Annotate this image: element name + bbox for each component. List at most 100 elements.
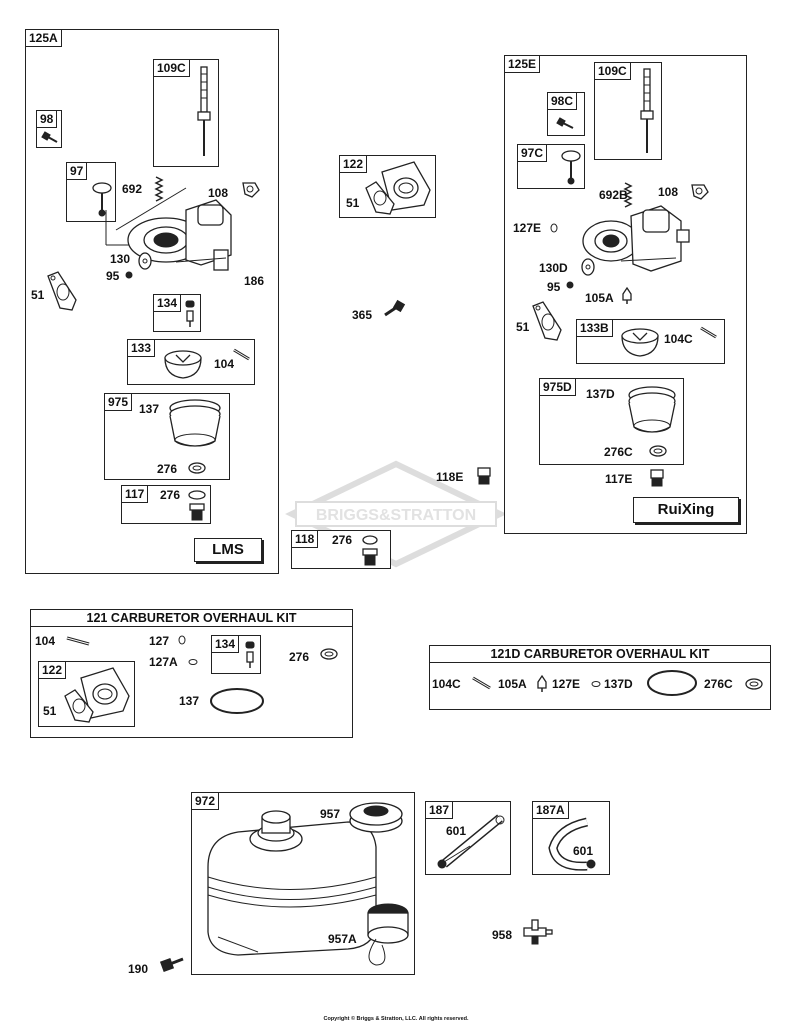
label-276-118: 276	[332, 533, 353, 547]
part-97c-tag: 97C	[518, 145, 548, 162]
part-109c-box: 109C	[153, 59, 219, 167]
label-105a: 105A	[585, 291, 614, 305]
bracket-108-icon	[691, 184, 709, 200]
fuel-cap-957-icon	[349, 802, 403, 833]
label-276-bowl: 276	[157, 462, 178, 476]
label-118e: 118E	[436, 470, 464, 484]
group-125e-tag: 125E	[505, 56, 541, 73]
screw-95-icon	[125, 271, 133, 279]
fuel-line-187-tag: 187	[426, 802, 454, 819]
label-130d: 130D	[539, 261, 568, 275]
kit121-label-137: 137	[179, 694, 200, 708]
throttle-shaft-icon	[197, 66, 211, 156]
carburetor-body-icon	[105, 187, 232, 271]
throttle-shaft-icon	[640, 68, 654, 153]
spring-icon	[623, 182, 633, 208]
part-134-box: 134	[153, 294, 201, 332]
kit121d-label-276c: 276C	[704, 677, 733, 691]
label-137d: 137D	[586, 387, 615, 401]
watermark-graphic: BRIGGS&STRATTON	[285, 460, 507, 568]
part-133-tag: 133	[128, 340, 156, 357]
gasket-276-icon	[188, 462, 206, 474]
kit-121d-title: 121D CARBURETOR OVERHAUL KIT	[430, 646, 770, 663]
gasket-51-icon	[47, 271, 77, 311]
group-125a-lms: 125A 109C 98 97	[25, 29, 279, 574]
briggs-stratton-watermark-logo: BRIGGS&STRATTON	[285, 460, 507, 568]
bowl-gasket-137-icon	[210, 688, 264, 714]
spacer-122-icon	[381, 161, 431, 211]
part-109c-tag-e: 109C	[595, 63, 631, 80]
fuel-line-icon	[437, 814, 505, 869]
label-276-nut: 276	[160, 488, 181, 502]
bowl-nut-118-icon	[362, 535, 378, 566]
screw-icon	[41, 131, 58, 143]
throttle-valve-icon	[561, 150, 581, 185]
part-975-box: 975 137 276	[104, 393, 230, 480]
part-133b-tag: 133B	[577, 320, 613, 337]
brand-ruixing: RuiXing	[633, 497, 739, 523]
kit-121d-box: 121D CARBURETOR OVERHAUL KIT 104C 105A 1…	[429, 645, 771, 710]
shutoff-valve-958-icon	[523, 919, 553, 945]
float-icon	[621, 328, 659, 357]
gasket-130-icon	[138, 252, 152, 270]
bowl-gasket-137d-icon	[647, 670, 697, 696]
screw-icon	[556, 117, 574, 129]
inlet-needle-icon	[185, 300, 195, 327]
label-692: 692	[122, 182, 143, 196]
part-97-tag: 97	[67, 163, 88, 180]
fuel-line-187a-tag: 187A	[533, 802, 569, 819]
kit-121-title: 121 CARBURETOR OVERHAUL KIT	[31, 610, 352, 627]
kit-121-box: 121 CARBURETOR OVERHAUL KIT 104 127 127A…	[30, 609, 353, 738]
part-122-box: 122 51	[339, 155, 436, 218]
gasket-51-icon	[532, 301, 562, 341]
fuel-tank-972-box: 972 957 957A	[191, 792, 415, 975]
label-190: 190	[128, 962, 149, 976]
group-125e-ruixing: 125E 109C 98C 97C	[504, 55, 747, 534]
gasket-130d-icon	[581, 258, 595, 276]
part-98c-tag: 98C	[548, 93, 578, 110]
label-957a: 957A	[328, 932, 357, 946]
label-601-187a: 601	[573, 844, 594, 858]
copyright-notice: Copyright © Briggs & Stratton, LLC. All …	[323, 1016, 469, 1022]
label-276c: 276C	[604, 445, 633, 459]
label-692b: 692B	[599, 188, 628, 202]
bracket-108-icon	[242, 182, 260, 198]
gasket-276c-icon	[649, 445, 667, 457]
label-95: 95	[106, 269, 120, 283]
kit121d-label-127e: 127E	[552, 677, 581, 691]
label-104c: 104C	[664, 332, 693, 346]
float-pin-icon	[233, 348, 250, 361]
o-ring-127-icon	[178, 635, 186, 645]
part-98-box: 98	[36, 110, 62, 148]
part-109c-box-e: 109C	[594, 62, 662, 160]
spacer-122-icon	[80, 667, 130, 719]
bowl-nut-icon	[188, 490, 206, 521]
float-bowl-icon	[628, 386, 676, 433]
float-pin-icon	[472, 676, 491, 690]
throttle-valve-icon	[92, 182, 112, 217]
part-975d-box: 975D 137D 276C	[539, 378, 684, 465]
label-127e: 127E	[513, 221, 542, 235]
label-130: 130	[110, 252, 131, 266]
nut-117e-icon	[650, 469, 664, 487]
label-104: 104	[214, 357, 235, 371]
label-108: 108	[208, 186, 229, 200]
needle-105a-icon	[537, 674, 547, 692]
label-95-e: 95	[547, 280, 561, 294]
kit121-label-51: 51	[43, 704, 57, 718]
float-pin-icon	[700, 326, 717, 339]
watermark-text: BRIGGS&STRATTON	[316, 507, 476, 524]
float-pin-icon	[66, 636, 90, 646]
part-118-box: 118 276	[291, 530, 391, 569]
label-117e: 117E	[605, 472, 633, 486]
fuel-cap-957a-icon	[367, 903, 409, 966]
fuel-line-bent-icon	[548, 817, 596, 871]
kit121-label-127a: 127A	[149, 655, 178, 669]
label-137: 137	[139, 402, 160, 416]
label-957: 957	[320, 807, 341, 821]
o-ring-127e-icon	[591, 681, 601, 687]
stud-365-icon	[384, 299, 406, 317]
fuel-line-187a-box: 187A 601	[532, 801, 610, 875]
float-icon	[164, 350, 202, 379]
carburetor-body-e-icon	[582, 205, 690, 272]
